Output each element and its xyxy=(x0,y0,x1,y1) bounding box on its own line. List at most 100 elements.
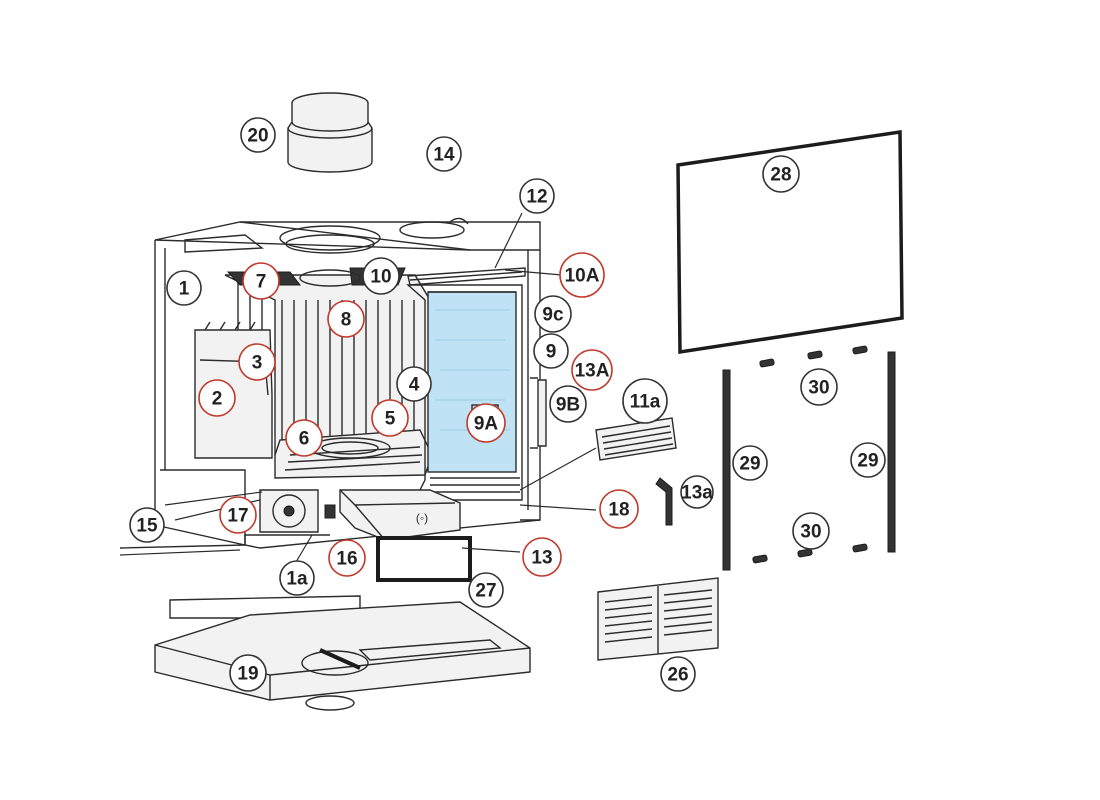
callout-26: 26 xyxy=(660,656,696,692)
callout-1: 1 xyxy=(166,270,202,306)
callout-circle xyxy=(129,507,165,543)
callout-13: 13 xyxy=(522,537,562,577)
callout-number: 5 xyxy=(385,409,396,430)
callout-7: 7 xyxy=(242,262,280,300)
callout-circle xyxy=(850,442,886,478)
callout-circle xyxy=(396,366,432,402)
callout-30top: 30 xyxy=(800,368,838,406)
callout-number: 28 xyxy=(770,165,791,186)
callout-number: 8 xyxy=(341,310,352,331)
bracket-13a-part xyxy=(655,477,673,526)
callout-number: 16 xyxy=(336,549,357,570)
callout-circle xyxy=(534,295,572,333)
svg-text:(◦): (◦) xyxy=(416,511,428,525)
callout-number: 10A xyxy=(565,266,600,287)
callout-28: 28 xyxy=(762,155,800,193)
callout-circle xyxy=(238,343,276,381)
callout-circle xyxy=(240,117,276,153)
callout-circle xyxy=(660,656,696,692)
callout-circle xyxy=(622,378,668,424)
callout-circle xyxy=(229,654,267,692)
callout-circle xyxy=(792,512,830,550)
callout-number: 11a xyxy=(630,392,661,413)
callout-18: 18 xyxy=(599,489,639,529)
louvre-grille-large-part xyxy=(597,577,719,661)
flue-collar-part xyxy=(287,92,373,173)
callout-circle xyxy=(279,560,315,596)
callout-circle xyxy=(533,333,569,369)
callout-10A: 10A xyxy=(559,252,605,298)
callout-circle xyxy=(599,489,639,529)
callout-number: 26 xyxy=(667,665,688,686)
callout-14: 14 xyxy=(426,136,462,172)
callout-circle xyxy=(362,257,400,295)
callout-number: 14 xyxy=(433,145,455,166)
ash-drawer-part: (◦) xyxy=(339,489,461,541)
callout-number: 13a xyxy=(681,483,713,504)
callout-9c: 9c xyxy=(534,295,572,333)
callout-number: 30 xyxy=(808,378,829,399)
callout-number: 19 xyxy=(237,664,258,685)
callout-10: 10 xyxy=(362,257,400,295)
callout-circle xyxy=(371,399,409,437)
callout-number: 9B xyxy=(556,395,580,416)
callout-number: 17 xyxy=(227,506,248,527)
callout-number: 29 xyxy=(739,454,760,475)
callout-1a: 1a xyxy=(279,560,315,596)
callout-13A: 13A xyxy=(571,349,613,391)
callout-number: 3 xyxy=(252,353,263,374)
callout-27: 27 xyxy=(468,572,504,608)
callout-circle xyxy=(519,178,555,214)
callout-11a: 11a xyxy=(622,378,668,424)
callout-number: 30 xyxy=(800,522,821,543)
callout-circle xyxy=(762,155,800,193)
callout-9: 9 xyxy=(533,333,569,369)
callout-number: 29 xyxy=(857,451,878,472)
callout-circle xyxy=(522,537,562,577)
callout-19: 19 xyxy=(229,654,267,692)
callout-3: 3 xyxy=(238,343,276,381)
callout-number: 15 xyxy=(136,516,158,537)
callout-circle xyxy=(800,368,838,406)
callout-number: 18 xyxy=(608,500,629,521)
callout-number: 13 xyxy=(531,548,552,569)
callout-number: 1 xyxy=(179,279,190,300)
callout-circle xyxy=(328,539,366,577)
callout-29right: 29 xyxy=(850,442,886,478)
callout-circle xyxy=(732,445,768,481)
callout-number: 2 xyxy=(212,389,223,410)
callout-circle xyxy=(327,300,365,338)
callout-number: 1a xyxy=(286,569,308,590)
callout-circle xyxy=(571,349,613,391)
callout-12: 12 xyxy=(519,178,555,214)
louvre-grille-small-part xyxy=(595,417,677,461)
callout-9A: 9A xyxy=(466,403,506,443)
callout-2: 2 xyxy=(198,379,236,417)
callout-number: 9 xyxy=(546,342,557,363)
callout-29left: 29 xyxy=(732,445,768,481)
callout-number: 12 xyxy=(526,187,547,208)
callout-6: 6 xyxy=(285,419,323,457)
callout-5: 5 xyxy=(371,399,409,437)
callout-circle xyxy=(549,385,587,423)
callout-circle xyxy=(426,136,462,172)
callout-circle xyxy=(466,403,506,443)
callout-circle xyxy=(468,572,504,608)
glass-panel-part xyxy=(676,129,904,355)
callout-number: 10 xyxy=(370,267,391,288)
callout-20: 20 xyxy=(240,117,276,153)
fan-unit-part xyxy=(259,489,336,533)
callout-circle xyxy=(680,475,714,509)
callout-9B: 9B xyxy=(549,385,587,423)
callout-circle xyxy=(285,419,323,457)
callout-number: 9A xyxy=(474,414,499,435)
callout-16: 16 xyxy=(328,539,366,577)
callout-13a: 13a xyxy=(680,475,714,509)
callout-circle xyxy=(166,270,202,306)
door-assembly-part xyxy=(406,267,547,501)
callout-circle xyxy=(242,262,280,300)
leader-lines xyxy=(164,212,597,563)
rail-and-clip-parts xyxy=(722,345,896,571)
